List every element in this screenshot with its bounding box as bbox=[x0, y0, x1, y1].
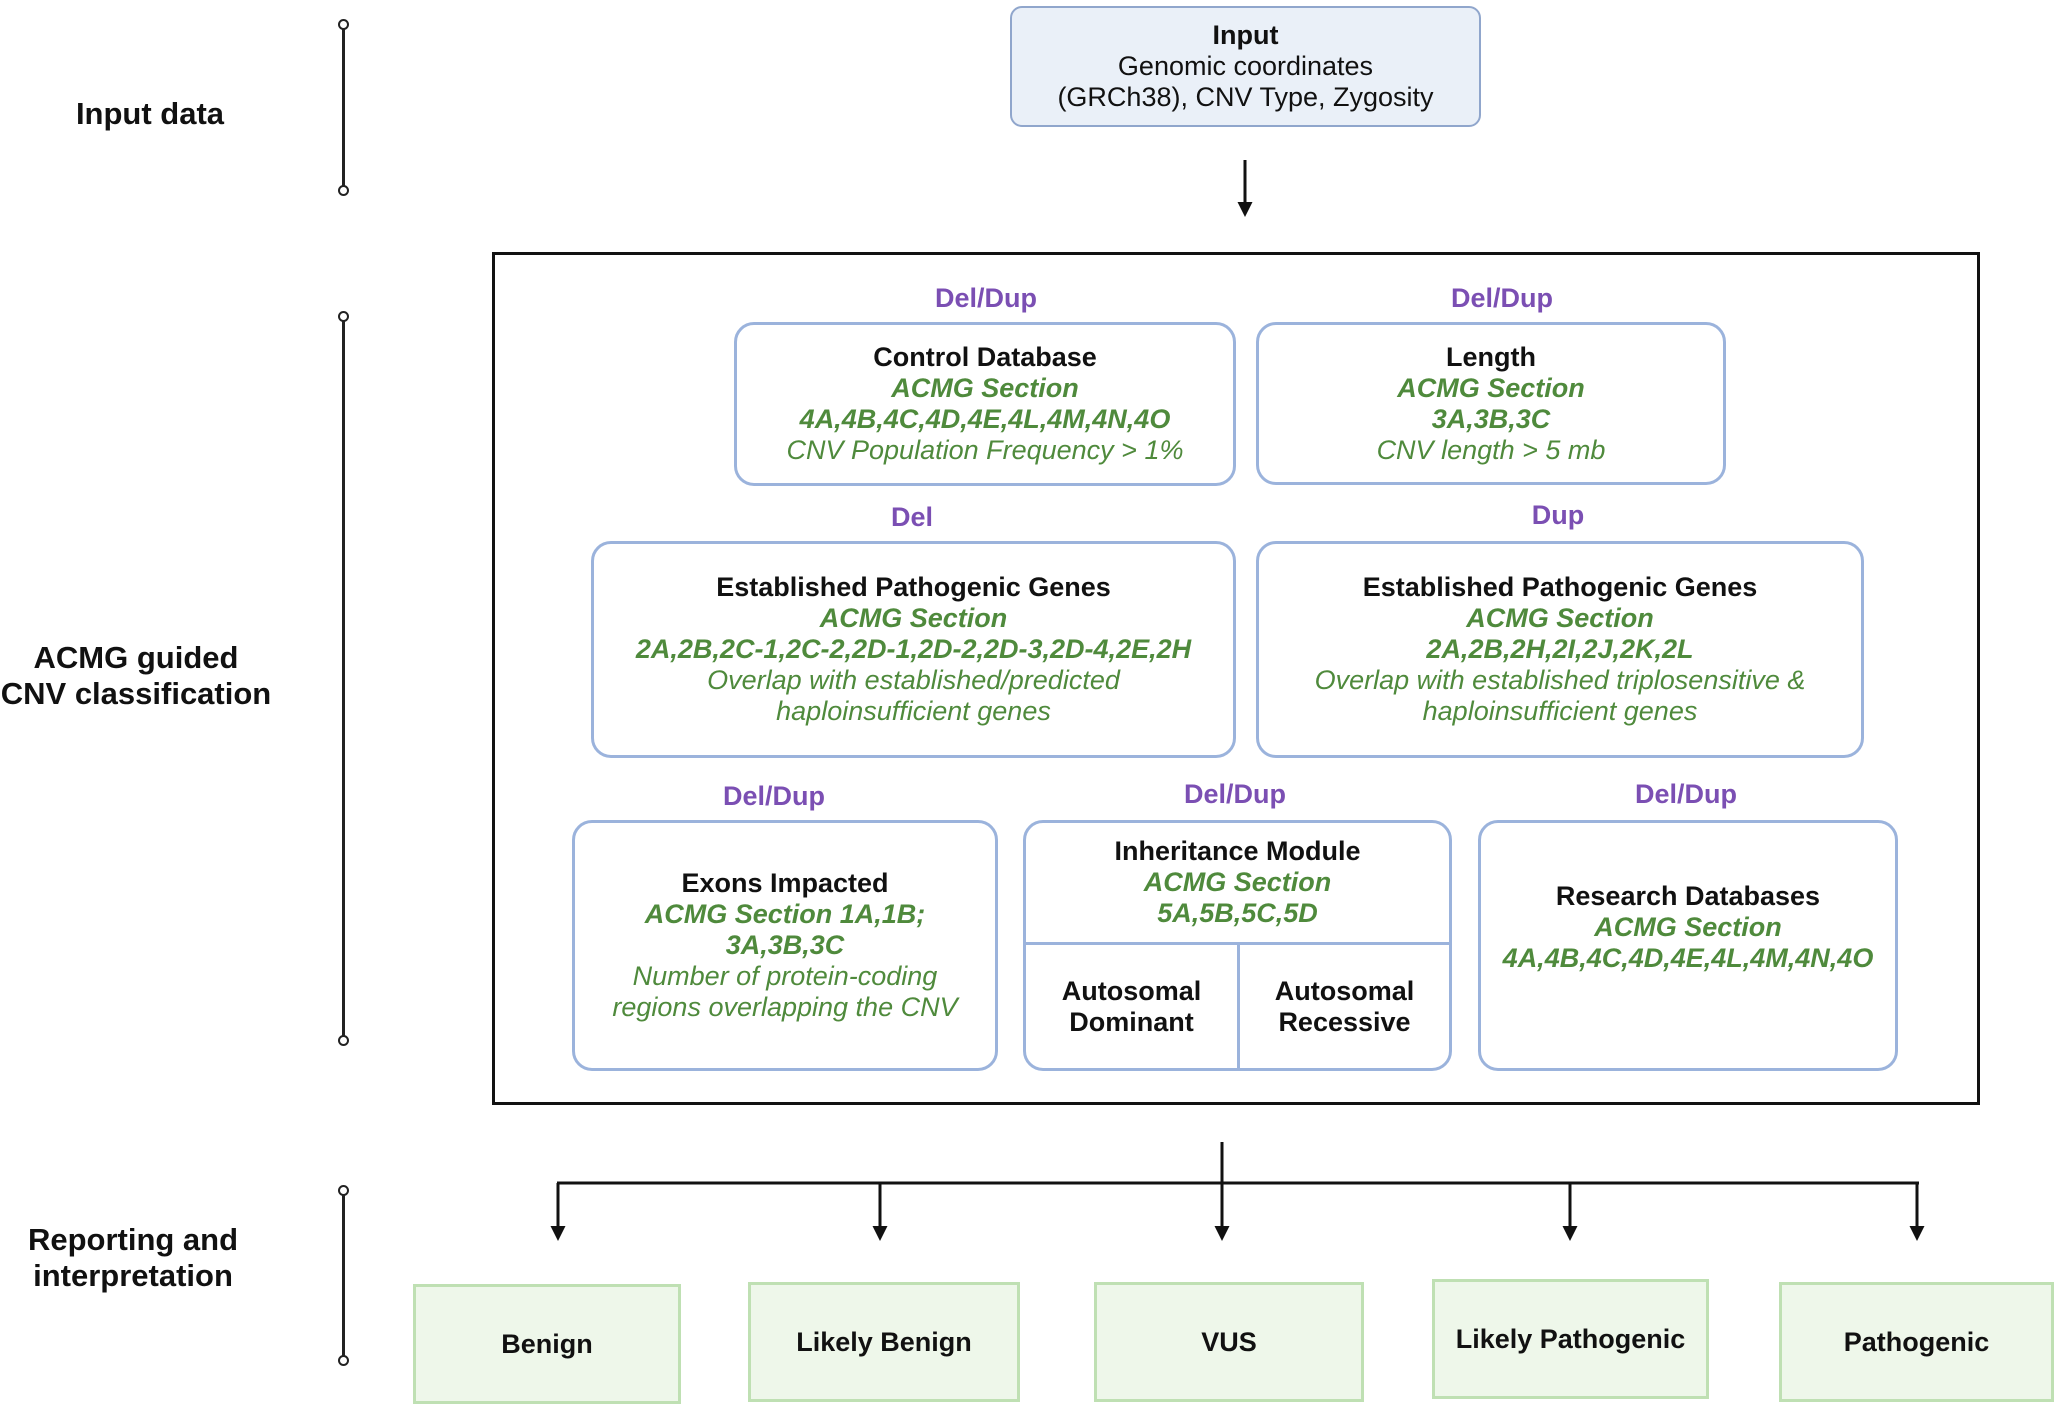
pathogenic-del-codes: 2A,2B,2C-1,2C-2,2D-1,2D-2,2D-3,2D-4,2E,2… bbox=[635, 634, 1192, 664]
stage-label-classification-line2: CNV classification bbox=[0, 676, 272, 711]
dominant-line2: Dominant bbox=[1069, 1006, 1194, 1037]
autosomal-dominant-cell: Autosomal Dominant bbox=[1026, 945, 1237, 1068]
stage-dot bbox=[338, 185, 349, 196]
input-line2: (GRCh38), CNV Type, Zygosity bbox=[1057, 82, 1434, 112]
stage-label-classification-line1: ACMG guided bbox=[33, 640, 239, 675]
control-codes: 4A,4B,4C,4D,4E,4L,4M,4N,4O bbox=[799, 404, 1171, 434]
exons-section: ACMG Section 1A,1B; bbox=[644, 899, 926, 929]
pathogenic-del-section: ACMG Section bbox=[819, 603, 1008, 633]
stage-label-reporting-line2: interpretation bbox=[33, 1258, 233, 1293]
pathogenic-dup-codes: 2A,2B,2H,2I,2J,2K,2L bbox=[1426, 634, 1694, 664]
length-desc: CNV length > 5 mb bbox=[1376, 434, 1606, 465]
autosomal-recessive-cell: Autosomal Recessive bbox=[1240, 945, 1449, 1068]
control-title: Control Database bbox=[873, 342, 1097, 372]
result-benign: Benign bbox=[413, 1284, 681, 1404]
pathogenic-del-desc2: haploinsufficient genes bbox=[776, 696, 1051, 726]
input-box: Input Genomic coordinates (GRCh38), CNV … bbox=[1010, 6, 1481, 127]
stage-line-reporting bbox=[342, 1190, 345, 1360]
inheritance-divider bbox=[1026, 942, 1449, 945]
stage-dot bbox=[338, 1355, 349, 1366]
length-codes: 3A,3B,3C bbox=[1431, 403, 1551, 434]
exons-title: Exons Impacted bbox=[681, 868, 889, 898]
dominant-line1: Autosomal bbox=[1061, 975, 1202, 1006]
pathogenic-dup-section: ACMG Section bbox=[1466, 603, 1654, 633]
length-module: Length ACMG Section 3A,3B,3C CNV length … bbox=[1256, 322, 1726, 485]
result-likely-benign-label: Likely Benign bbox=[796, 1326, 972, 1357]
inheritance-codes: 5A,5B,5C,5D bbox=[1157, 898, 1318, 928]
pathogenic-dup-desc2: haploinsufficient genes bbox=[1422, 696, 1698, 726]
inheritance-tag: Del/Dup bbox=[1183, 779, 1286, 809]
inheritance-divider bbox=[1237, 945, 1240, 1068]
inheritance-module: Inheritance Module ACMG Section 5A,5B,5C… bbox=[1023, 820, 1452, 1071]
exons-tag: Del/Dup bbox=[722, 781, 825, 811]
pathogenic-dup-tag: Dup bbox=[1531, 500, 1585, 530]
exons-desc1: Number of protein-coding bbox=[632, 961, 938, 991]
stage-label-reporting: Reporting and interpretation bbox=[20, 1222, 246, 1294]
stage-dot bbox=[338, 1035, 349, 1046]
exons-desc2: regions overlapping the CNV bbox=[612, 992, 958, 1022]
stage-label-classification: ACMG guided CNV classification bbox=[0, 640, 272, 712]
control-tag: Del/Dup bbox=[934, 283, 1037, 313]
exons-impacted-module: Exons Impacted ACMG Section 1A,1B; 3A,3B… bbox=[572, 820, 998, 1071]
stage-dot bbox=[338, 1185, 349, 1196]
result-pathogenic-label: Pathogenic bbox=[1843, 1326, 1990, 1357]
result-likely-pathogenic-label: Likely Pathogenic bbox=[1455, 1323, 1686, 1354]
result-vus-label: VUS bbox=[1201, 1326, 1257, 1357]
length-tag: Del/Dup bbox=[1450, 283, 1553, 313]
recessive-line1: Autosomal bbox=[1274, 975, 1415, 1006]
inheritance-section: ACMG Section bbox=[1143, 867, 1332, 897]
research-section: ACMG Section bbox=[1594, 912, 1782, 942]
stage-dot bbox=[338, 19, 349, 30]
stage-label-reporting-line1: Reporting and bbox=[27, 1222, 239, 1257]
stage-line-input bbox=[342, 24, 345, 190]
research-codes: 4A,4B,4C,4D,4E,4L,4M,4N,4O bbox=[1502, 943, 1874, 973]
result-pathogenic: Pathogenic bbox=[1779, 1282, 2054, 1402]
research-tag: Del/Dup bbox=[1634, 779, 1737, 809]
research-databases-module: Research Databases ACMG Section 4A,4B,4C… bbox=[1478, 820, 1898, 1071]
pathogenic-genes-dup-module: Established Pathogenic Genes ACMG Sectio… bbox=[1256, 541, 1864, 758]
research-title: Research Databases bbox=[1555, 881, 1821, 911]
stage-label-input-text: Input data bbox=[75, 96, 225, 131]
classification-frame bbox=[492, 252, 1980, 1105]
input-title: Input bbox=[1212, 20, 1279, 50]
result-benign-label: Benign bbox=[501, 1328, 593, 1359]
pathogenic-del-title: Established Pathogenic Genes bbox=[716, 572, 1111, 602]
stage-dot bbox=[338, 311, 349, 322]
pathogenic-dup-desc1: Overlap with established triplosensitive… bbox=[1314, 665, 1806, 695]
inheritance-title: Inheritance Module bbox=[1114, 836, 1361, 866]
control-desc: CNV Population Frequency > 1% bbox=[786, 435, 1184, 465]
pathogenic-del-tag: Del bbox=[890, 502, 934, 532]
stage-label-input: Input data bbox=[40, 96, 260, 132]
result-likely-pathogenic: Likely Pathogenic bbox=[1432, 1279, 1709, 1399]
length-title: Length bbox=[1446, 341, 1536, 372]
length-section: ACMG Section bbox=[1397, 372, 1585, 403]
pathogenic-dup-title: Established Pathogenic Genes bbox=[1362, 572, 1758, 602]
recessive-line2: Recessive bbox=[1278, 1006, 1411, 1037]
input-line1: Genomic coordinates bbox=[1117, 51, 1374, 81]
result-vus: VUS bbox=[1094, 1282, 1364, 1402]
control-section: ACMG Section bbox=[891, 373, 1079, 403]
pathogenic-del-desc1: Overlap with established/predicted bbox=[707, 665, 1120, 695]
stage-line-classification bbox=[342, 316, 345, 1040]
pathogenic-genes-del-module: Established Pathogenic Genes ACMG Sectio… bbox=[591, 541, 1236, 758]
exons-codes: 3A,3B,3C bbox=[725, 930, 845, 960]
control-database-module: Control Database ACMG Section 4A,4B,4C,4… bbox=[734, 322, 1236, 486]
result-likely-benign: Likely Benign bbox=[748, 1282, 1020, 1402]
